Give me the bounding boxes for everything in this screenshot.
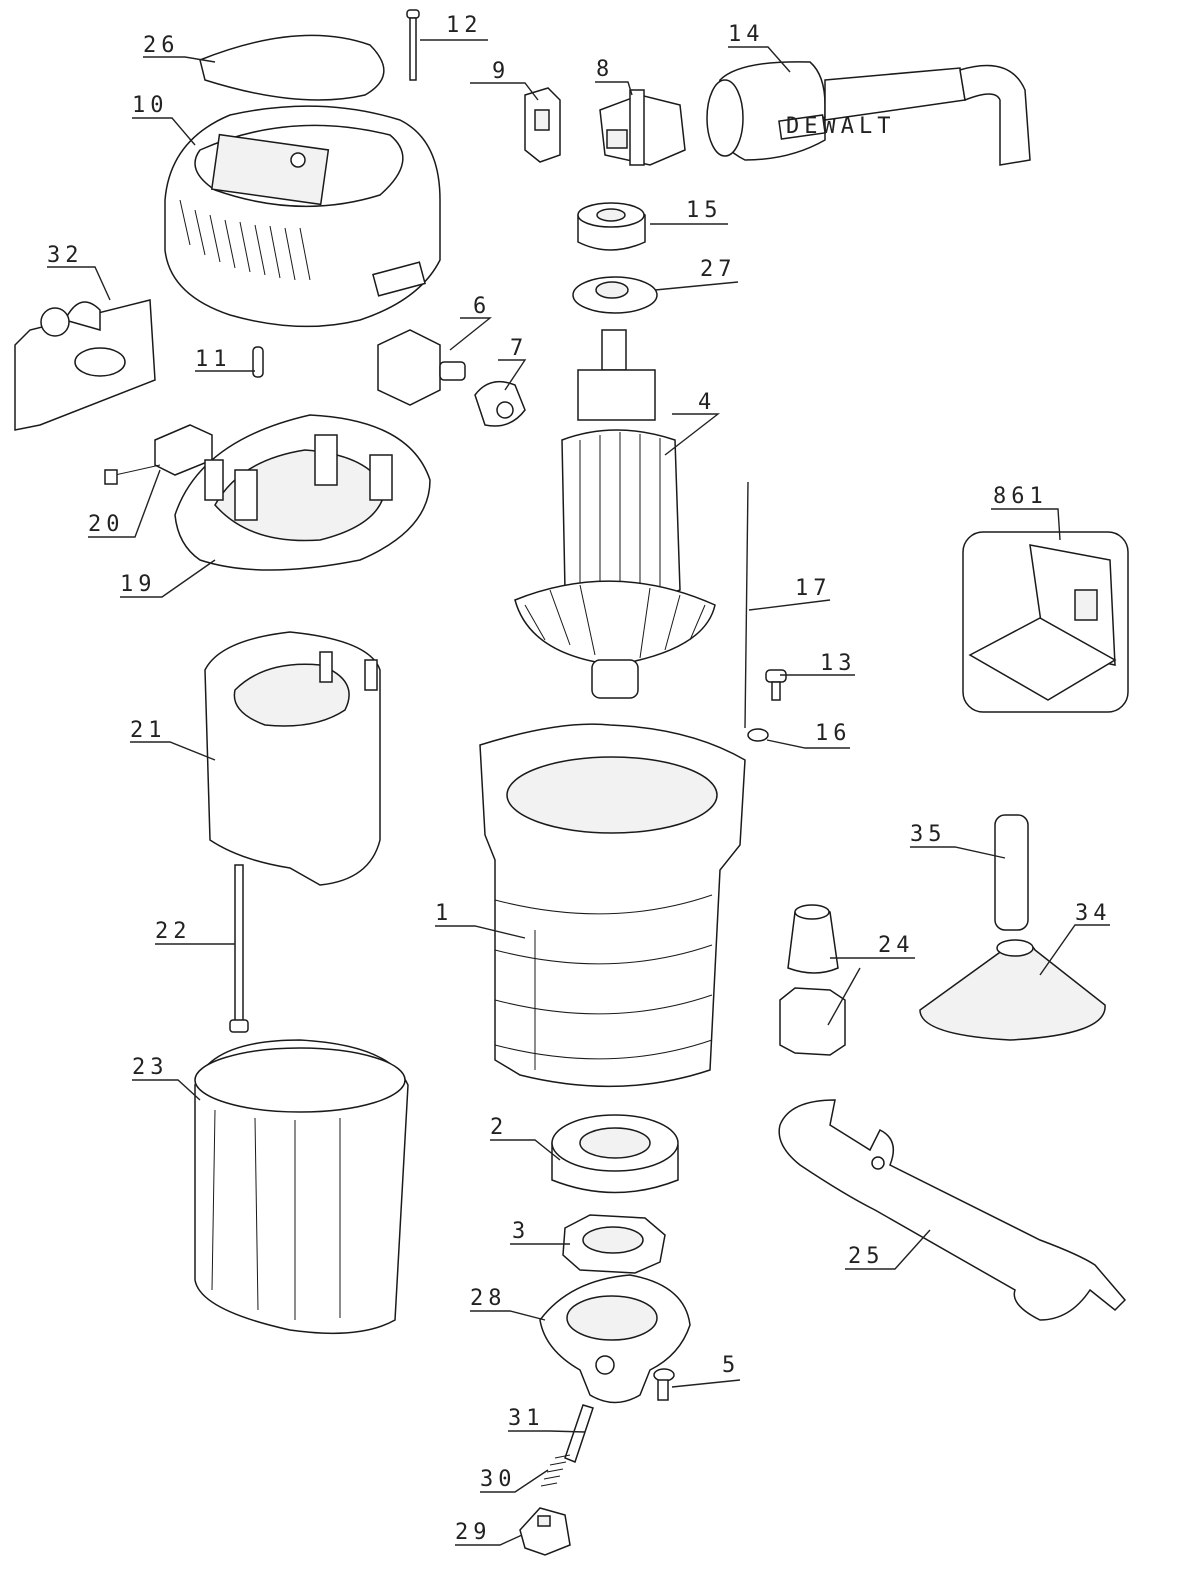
part-14-power-cord: DEWALT <box>706 61 1031 166</box>
leader-lines <box>47 39 1110 1546</box>
callout-14: 14 <box>728 22 765 47</box>
part-8-connector <box>599 89 686 166</box>
part-13-screw <box>765 669 787 701</box>
callout-3: 3 <box>512 1219 530 1244</box>
callout-10: 10 <box>132 93 169 118</box>
part-35-rod <box>994 814 1029 931</box>
part-32-clip <box>14 299 156 431</box>
callout-35: 35 <box>910 822 947 847</box>
callout-1: 1 <box>435 901 453 926</box>
callout-20: 20 <box>88 512 125 537</box>
callout-22: 22 <box>155 919 192 944</box>
part-27-washer <box>572 276 658 314</box>
callout-4: 4 <box>698 390 716 415</box>
part-17-wire <box>744 481 769 742</box>
part-20-brush <box>104 424 213 485</box>
callout-13: 13 <box>820 651 857 676</box>
part-31-pin <box>564 1404 594 1463</box>
part-4-armature <box>514 329 716 699</box>
part-3-nut <box>562 1214 666 1274</box>
callout-31: 31 <box>508 1406 545 1431</box>
part-23-housing-frame <box>194 1039 409 1335</box>
part-29-lock-button <box>519 1507 571 1556</box>
callout-23: 23 <box>132 1055 169 1080</box>
part-1-motor-housing <box>479 723 746 1088</box>
part-12-screw <box>406 9 420 81</box>
callout-15: 15 <box>686 198 723 223</box>
callout-5: 5 <box>722 1353 740 1378</box>
callout-6: 6 <box>473 294 491 319</box>
callout-9: 9 <box>492 59 510 84</box>
part-22-long-screw <box>229 864 249 1033</box>
part-26-label-disc <box>199 34 385 101</box>
callout-28: 28 <box>470 1286 507 1311</box>
callout-27: 27 <box>700 257 737 282</box>
part-861-kit-box <box>962 531 1129 713</box>
part-11-pin <box>252 346 264 378</box>
callout-34: 34 <box>1075 901 1112 926</box>
part-19-brush-ring <box>174 414 431 571</box>
part-21-field <box>204 631 381 886</box>
callout-16: 16 <box>815 721 852 746</box>
part-7-knob <box>474 380 526 427</box>
callout-labels: 12 26 10 9 8 14 15 27 32 11 6 7 4 20 19 … <box>47 13 1112 1545</box>
callout-861: 861 <box>993 484 1048 509</box>
callout-19: 19 <box>120 572 157 597</box>
part-10-motor-cover <box>164 105 441 328</box>
part-28-bearing-retainer <box>539 1274 691 1404</box>
part-2-bearing <box>551 1114 679 1194</box>
part-6-switch <box>377 329 466 406</box>
callout-2: 2 <box>490 1115 508 1140</box>
part-15-bearing <box>577 202 646 251</box>
callout-26: 26 <box>143 33 180 58</box>
callout-30: 30 <box>480 1467 517 1492</box>
part-9-clip <box>524 87 561 163</box>
callout-29: 29 <box>455 1520 492 1545</box>
callout-25: 25 <box>848 1244 885 1269</box>
callout-17: 17 <box>795 576 832 601</box>
callout-12: 12 <box>446 13 483 38</box>
part-30-spring <box>540 1454 571 1487</box>
part-5-screw <box>653 1368 675 1401</box>
callout-7: 7 <box>510 336 528 361</box>
callout-8: 8 <box>596 57 614 82</box>
callout-11: 11 <box>195 347 232 372</box>
callout-24: 24 <box>878 933 915 958</box>
part-24-collet <box>779 904 846 1056</box>
part-25-wrench <box>778 1099 1127 1321</box>
part-34-cone <box>919 939 1106 1041</box>
callout-21: 21 <box>130 718 167 743</box>
callout-32: 32 <box>47 243 84 268</box>
